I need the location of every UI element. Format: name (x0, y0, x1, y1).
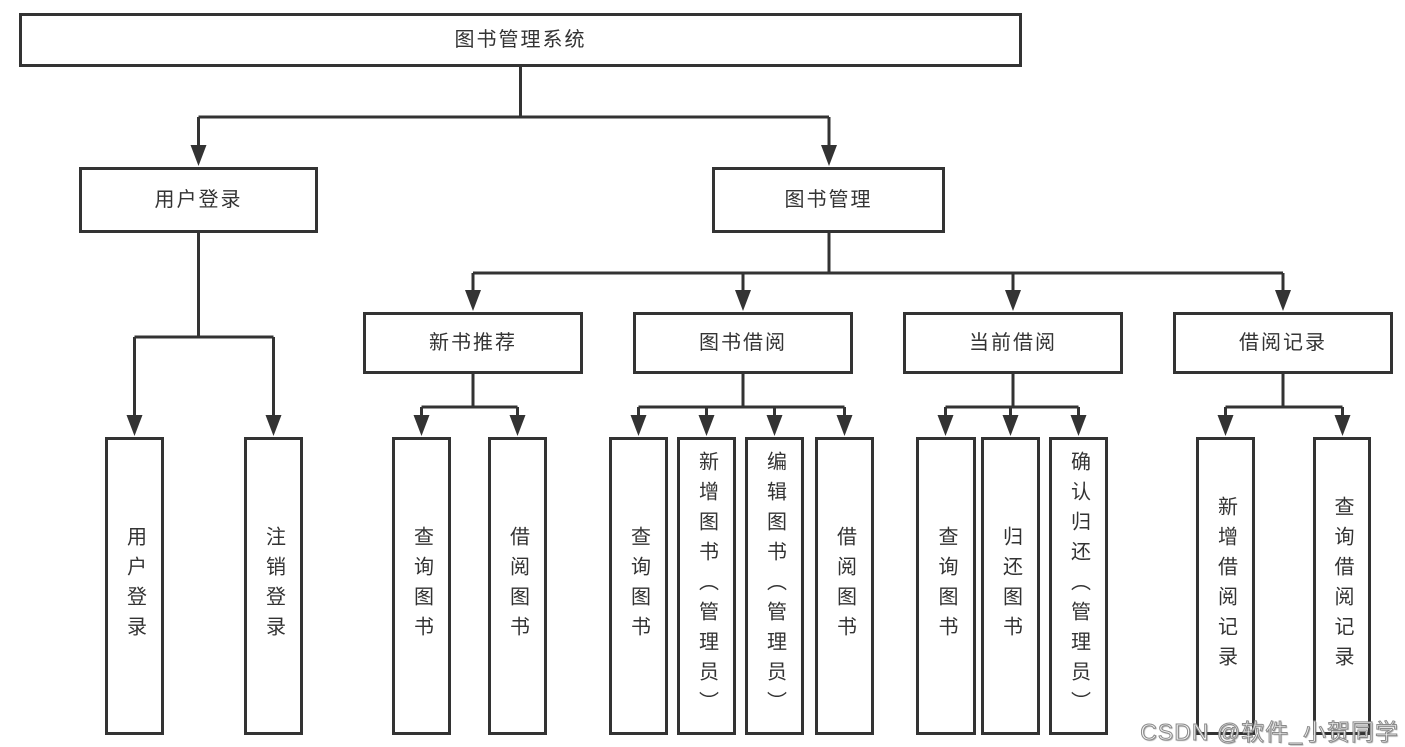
node-label: 用户登录 (123, 526, 146, 646)
node-label: 用户登录 (154, 189, 243, 211)
node-label: 借阅图书 (506, 526, 529, 646)
connector-path (133, 67, 1344, 420)
node-label: 编辑图书（管理员） (763, 451, 786, 721)
node-label: 查询图书 (935, 526, 957, 646)
node-label: 查询图书 (410, 526, 433, 646)
node-book-borrow: 图书借阅 (633, 312, 853, 374)
node-label: 查询图书 (627, 526, 650, 646)
node-label: 图书借阅 (699, 332, 787, 354)
leaf-newbooks-borrow-books: 借阅图书 (488, 437, 547, 735)
leaf-records-query-record: 查询借阅记录 (1313, 437, 1371, 735)
csdn-watermark: CSDN @软件_小贺同学 (1140, 719, 1399, 746)
leaf-borrow-add-books-admin: 新增图书（管理员） (677, 437, 736, 735)
node-book-management: 图书管理 (712, 167, 945, 233)
node-label: 新书推荐 (429, 332, 517, 354)
node-label: 当前借阅 (969, 332, 1057, 354)
leaf-current-return-books: 归还图书 (981, 437, 1040, 735)
node-label: 归还图书 (999, 526, 1022, 646)
leaf-current-query-books: 查询图书 (916, 437, 976, 735)
leaf-borrow-edit-books-admin: 编辑图书（管理员） (745, 437, 804, 735)
leaf-logout: 注销登录 (244, 437, 303, 735)
node-label: 新增借阅记录 (1214, 496, 1237, 676)
leaf-newbooks-query-books: 查询图书 (392, 437, 451, 735)
node-current-borrow: 当前借阅 (903, 312, 1123, 374)
leaf-current-confirm-return-admin: 确认归还（管理员） (1049, 437, 1108, 735)
leaf-records-add-record: 新增借阅记录 (1196, 437, 1255, 735)
node-label: 借阅图书 (833, 526, 856, 646)
node-user-login: 用户登录 (79, 167, 318, 233)
node-label: 新增图书（管理员） (695, 451, 718, 721)
node-new-book-recommend: 新书推荐 (363, 312, 583, 374)
node-label: 图书管理 (784, 189, 873, 211)
node-label: 图书管理系统 (454, 29, 587, 51)
node-label: 确认归还（管理员） (1067, 451, 1090, 721)
leaf-borrow-borrow-books: 借阅图书 (815, 437, 874, 735)
arrowheads (126, 145, 1351, 436)
leaf-user-login: 用户登录 (105, 437, 164, 735)
node-label: 注销登录 (262, 526, 285, 646)
node-borrow-records: 借阅记录 (1173, 312, 1393, 374)
node-label: 查询借阅记录 (1331, 496, 1353, 676)
node-label: 借阅记录 (1239, 332, 1327, 354)
leaf-borrow-query-books: 查询图书 (609, 437, 668, 735)
node-library-system: 图书管理系统 (19, 13, 1022, 67)
